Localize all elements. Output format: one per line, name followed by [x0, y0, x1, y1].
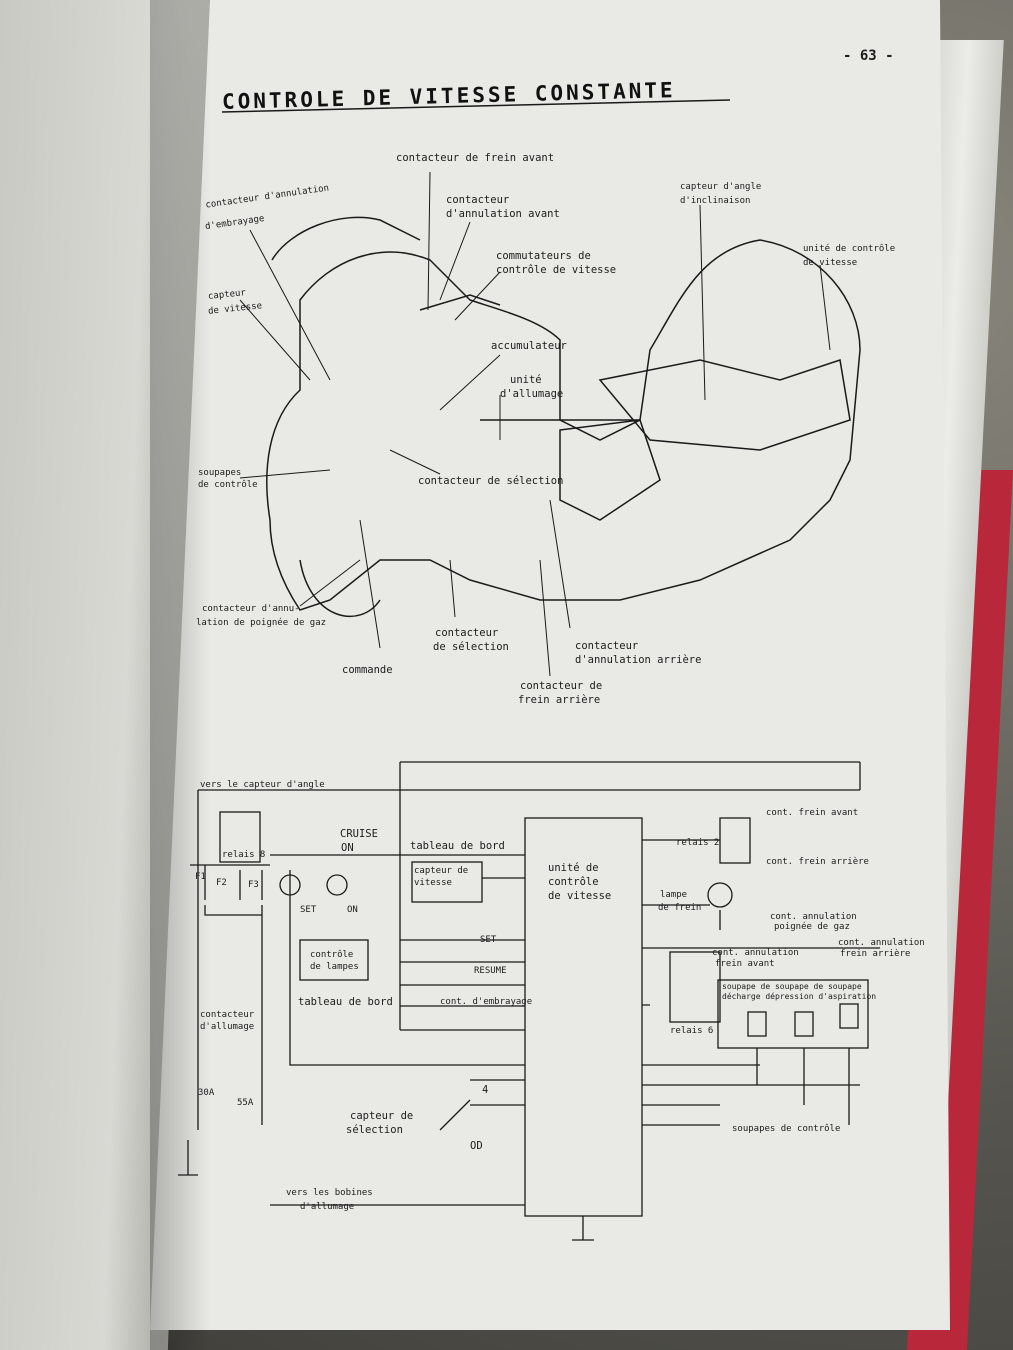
sch-fuse30: 30A: [198, 1088, 215, 1098]
sch-set-button: SET: [480, 935, 497, 945]
sch-controle-lampes-2: de lampes: [310, 962, 359, 972]
label-commande: commande: [342, 664, 393, 676]
sch-relais2: relais 2: [676, 838, 720, 848]
label-soupapes-1: soupapes: [198, 468, 242, 478]
handlebar: [419, 294, 501, 311]
sch-f3: F3: [248, 880, 259, 890]
label-frein-arriere-1: contacteur de: [520, 680, 603, 692]
sch-soupape-1: soupape de soupape de soupape: [722, 982, 862, 991]
sch-capteur-selection-1: capteur de: [350, 1110, 414, 1122]
sch-four: 4: [482, 1084, 489, 1096]
page-number: - 63 -: [843, 48, 894, 64]
label-annul-arriere-1: contacteur: [575, 640, 639, 652]
label-angle-2: d'inclinaison: [680, 196, 751, 206]
windshield: [271, 216, 421, 261]
sch-unite-3: de vitesse: [548, 890, 612, 902]
label-annul-avant-2: d'annulation avant: [446, 208, 560, 220]
sch-unite-1: unité de: [548, 862, 599, 874]
sch-cont-frein-avant: cont. frein avant: [766, 808, 859, 818]
sch-lampe-1: lampe: [660, 890, 688, 900]
sch-annul-gaz-1: cont. annulation: [770, 912, 857, 922]
gutter-shadow: [150, 0, 210, 1350]
sch-f2: F2: [216, 878, 227, 888]
sch-on: ON: [341, 842, 354, 854]
label-commutateurs-1: commutateurs de: [496, 250, 591, 262]
sch-contacteur-allumage-2: d'allumage: [200, 1022, 255, 1032]
label-unite-1: unité de contrôle: [803, 244, 896, 254]
sch-annul-frein-avant-1: cont. annulation: [712, 948, 799, 958]
sch-vers-capteur-angle: vers le capteur d'angle: [200, 780, 325, 790]
sch-capteur-vitesse-1: capteur de: [414, 866, 469, 876]
sch-capteur-vitesse-2: vitesse: [414, 878, 452, 888]
label-selection-1: contacteur: [435, 627, 499, 639]
label-soupapes-2: de contrôle: [198, 480, 258, 490]
sch-annul-frein-avant-2: frein avant: [715, 959, 775, 969]
sch-relais6: relais 6: [670, 1026, 714, 1036]
label-allumage-2: d'allumage: [500, 388, 564, 400]
label-annul-arriere-2: d'annulation arrière: [575, 654, 702, 666]
label-selection-2: de sélection: [433, 641, 509, 653]
sch-soupape-2: décharge dépression d'aspiration: [722, 992, 877, 1001]
sch-tableau-bord-top: tableau de bord: [410, 840, 505, 852]
sch-on2: ON: [347, 905, 358, 915]
sch-bobines-1: vers les bobines: [286, 1188, 373, 1198]
sch-od: OD: [470, 1140, 483, 1152]
sch-cont-frein-arriere: cont. frein arrière: [766, 857, 869, 867]
sch-lampe-2: de frein: [658, 903, 702, 913]
trunk: [598, 359, 851, 451]
sch-f1: F1: [195, 872, 206, 882]
manual-page: [150, 0, 950, 1330]
label-accumulateur: accumulateur: [491, 340, 567, 352]
label-angle-1: capteur d'angle: [680, 182, 762, 192]
label-annul-avant-1: contacteur: [446, 194, 510, 206]
sch-soupapes-controle: soupapes de contrôle: [732, 1124, 841, 1134]
sch-capteur-selection-2: sélection: [346, 1124, 403, 1136]
sch-cont-embrayage: cont. d'embrayage: [440, 997, 533, 1007]
label-unite-2: de vitesse: [803, 258, 858, 268]
sch-tableau-bord-bottom: tableau de bord: [298, 996, 393, 1008]
label-frein-arriere-2: frein arrière: [518, 694, 601, 706]
sch-annul-frein-arriere-1: cont. annulation: [838, 938, 925, 948]
label-frein-avant: contacteur de frein avant: [396, 152, 555, 164]
sch-bobines-2: d'allumage: [300, 1202, 355, 1212]
label-commutateurs-2: contrôle de vitesse: [496, 264, 617, 276]
label-annul-gaz-2: lation de poignée de gaz: [196, 618, 327, 628]
sch-unite-2: contrôle: [548, 876, 599, 888]
sch-cruise: CRUISE: [340, 828, 378, 840]
sch-fuse55: 55A: [237, 1098, 254, 1108]
front-wheel: [299, 559, 381, 618]
label-allumage-1: unité: [510, 374, 542, 386]
sch-contacteur-allumage-1: contacteur: [200, 1010, 255, 1020]
sch-annul-gaz-2: poignée de gaz: [774, 922, 850, 932]
sch-annul-frein-arriere-2: frein arrière: [840, 949, 911, 959]
engine-block: [559, 419, 661, 521]
label-selection-contact: contacteur de sélection: [418, 475, 564, 487]
sch-set: SET: [300, 905, 317, 915]
sch-relais8: relais 8: [222, 850, 266, 860]
motorcycle-outline: [266, 239, 861, 611]
label-annul-gaz-1: contacteur d'annu-: [202, 604, 300, 614]
sch-resume-button: RESUME: [474, 966, 507, 976]
title-underline: [221, 99, 731, 113]
sch-controle-lampes-1: contrôle: [310, 950, 354, 960]
